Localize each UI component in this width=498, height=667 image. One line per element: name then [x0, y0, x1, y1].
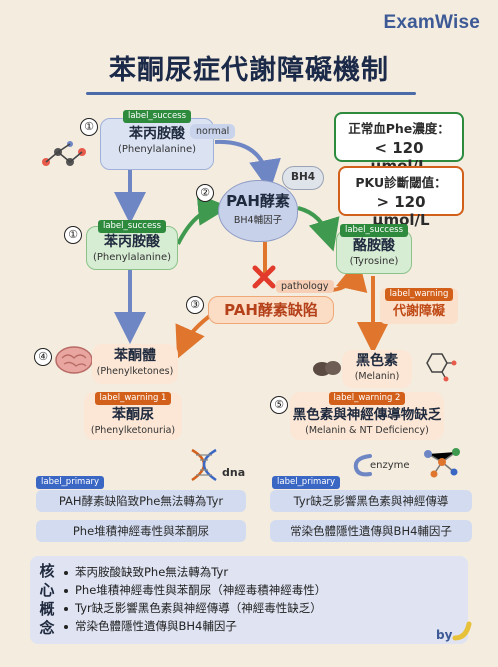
- primary-tag-right: label_primary: [272, 476, 341, 489]
- core-concepts-list: 苯丙胺酸缺致Phe無法轉為Tyr Phe堆積神經毒性與苯酮尿（神經毒積神經毒性）…: [64, 563, 460, 635]
- step-number-4: ④: [34, 348, 52, 366]
- core-concepts-label: 核 心 概 念: [38, 562, 56, 638]
- info-label: 正常血Phe濃度：: [348, 121, 450, 136]
- page-title: 苯酮尿症代謝障礙機制: [109, 55, 389, 86]
- info-label: PKU診斷閾值：: [355, 175, 447, 190]
- core-item: Phe堆積神經毒性與苯酮尿（神經毒積神經毒性）: [64, 581, 460, 599]
- melanin-pigment-icon: [313, 361, 341, 376]
- brand-logo: ExamWise: [383, 12, 480, 33]
- banana-icon: [452, 621, 472, 641]
- dna-icon: [191, 448, 217, 482]
- success-tag: label_success: [97, 220, 167, 233]
- node-subtitle: (Phenylalanine): [93, 252, 171, 263]
- node-subtitle: BH4輔因子: [233, 215, 283, 226]
- node-subtitle: (Melanin & NT Deficiency): [305, 425, 429, 436]
- primary-tag-left: label_primary: [36, 476, 105, 489]
- core-item-text: Tyr缺乏影響黑色素與神經傳導（神經毒性缺乏）: [75, 601, 322, 615]
- footer-by: by: [436, 628, 453, 642]
- node-title: 黑色素: [356, 353, 398, 369]
- success-tag: label_success: [122, 110, 192, 123]
- node-title: 苯丙胺酸: [129, 126, 185, 142]
- bh4-cofactor-badge: BH4: [282, 166, 324, 190]
- metabolic-block-badge: label_warning 代謝障礙: [380, 288, 458, 324]
- node-subtitle: (Phenylketonuria): [90, 425, 176, 436]
- success-tag: label_success: [339, 224, 409, 237]
- network-icon: [424, 448, 460, 478]
- step-number-3: ③: [186, 296, 204, 314]
- normal-label: normal: [190, 124, 236, 139]
- core-item: 常染色體隱性遺傳與BH4輔因子: [64, 617, 460, 635]
- enzyme-label: enzyme: [370, 460, 410, 471]
- core-item: 苯丙胺酸缺致Phe無法轉為Tyr: [64, 563, 460, 581]
- brain-icon: [55, 346, 93, 374]
- block-x-icon: [252, 265, 276, 289]
- warning-tag: label_warning 1: [94, 392, 172, 405]
- nt-deficiency-node: label_warning 2 黑色素與神經傳導物缺乏 (Melanin & N…: [290, 392, 444, 440]
- step-number-1b: ①: [64, 226, 82, 244]
- node-subtitle: (Phenylketones): [96, 366, 174, 377]
- node-subtitle: (Phenylalanine): [118, 144, 196, 155]
- node-title: 苯丙胺酸: [104, 234, 160, 250]
- summary-right-item-2: 常染色體隱性遺傳與BH4輔因子: [270, 520, 472, 542]
- node-title: PAH酵素: [226, 192, 290, 210]
- pku-threshold-info: PKU診斷閾值： > 120 μmol/L: [338, 166, 464, 229]
- tyrosine-node: label_success 酪胺酸 (Tyrosine): [336, 224, 412, 274]
- molecule-structure-icon: [426, 353, 457, 382]
- node-title: 酪胺酸: [353, 238, 395, 254]
- core-item-text: Phe堆積神經毒性與苯酮尿（神經毒積神經毒性）: [75, 583, 327, 597]
- node-subtitle: (Tyrosine): [349, 256, 399, 267]
- core-label-char: 心: [39, 581, 55, 599]
- core-label-char: 核: [39, 562, 55, 580]
- molecule-icon: [42, 141, 86, 166]
- node-title: 苯酮體: [114, 348, 156, 364]
- step-number-2: ②: [196, 184, 214, 202]
- phenylketonuria-node: label_warning 1 苯酮尿 (Phenylketonuria): [84, 392, 182, 440]
- warning-text: 代謝障礙: [392, 304, 445, 319]
- node-title: 黑色素與神經傳導物缺乏: [292, 407, 442, 423]
- step-number-5: ⑤: [270, 396, 288, 414]
- node-subtitle: (Melanin): [354, 371, 400, 382]
- core-concepts-panel: [30, 556, 468, 644]
- warning-tag: label_warning 2: [328, 392, 406, 405]
- summary-left-item-1: PAH酵素缺陷致Phe無法轉為Tyr: [36, 490, 246, 512]
- title-underline: [86, 92, 416, 95]
- summary-left-item-2: Phe堆積神經毒性與苯酮尿: [36, 520, 246, 542]
- node-title: PAH酵素缺陷: [224, 301, 318, 319]
- phenylalanine-mid-node: label_success 苯丙胺酸 (Phenylalanine): [86, 220, 178, 270]
- normal-phe-info: 正常血Phe濃度： < 120 μmol/L: [334, 112, 464, 175]
- core-item-text: 苯丙胺酸缺致Phe無法轉為Tyr: [75, 565, 229, 579]
- arrow-phe-mid-to-pah: [176, 193, 230, 245]
- pah-deficiency-node: PAH酵素缺陷: [208, 296, 334, 324]
- core-item: Tyr缺乏影響黑色素與神經傳導（神經毒性缺乏）: [64, 599, 460, 617]
- summary-right-item-1: Tyr缺乏影響黑色素與神經傳導: [270, 490, 472, 512]
- arrow-phe-top-to-pah: [214, 139, 281, 192]
- warning-tag: label_warning: [384, 288, 454, 301]
- node-title: 苯酮尿: [112, 407, 154, 423]
- phenylketones-node: 苯酮體 (Phenylketones): [92, 344, 178, 384]
- melanin-node: 黑色素 (Melanin): [342, 350, 412, 388]
- core-label-char: 概: [39, 600, 55, 618]
- core-label-char: 念: [39, 619, 55, 637]
- enzyme-icon: [353, 454, 372, 477]
- core-item-text: 常染色體隱性遺傳與BH4輔因子: [75, 619, 237, 633]
- pathology-label: pathology: [276, 280, 334, 293]
- pah-enzyme-node: PAH酵素 BH4輔因子: [218, 180, 298, 242]
- step-number-1: ①: [80, 118, 98, 136]
- arrow-pah-to-tyr: [297, 206, 340, 252]
- dna-label: dna: [222, 466, 246, 479]
